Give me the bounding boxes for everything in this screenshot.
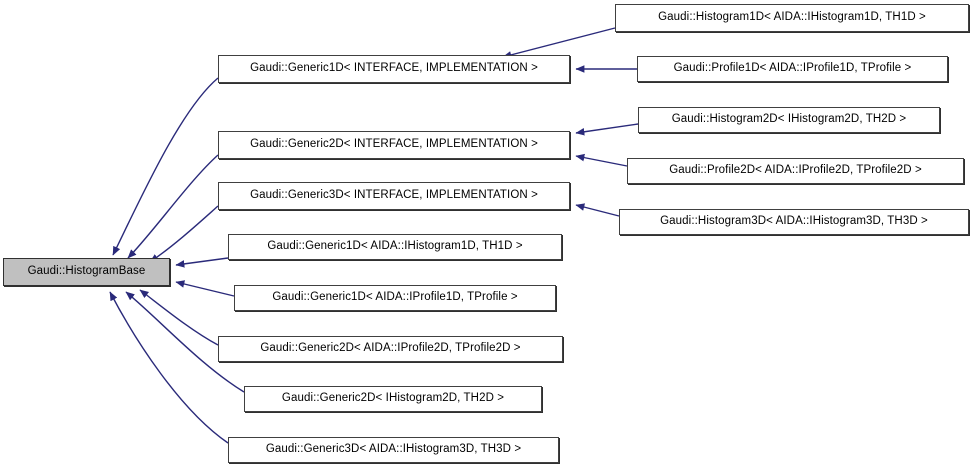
class-node-generic2d-ihistogram2d[interactable]: Gaudi::Generic2D< IHistogram2D, TH2D > [244, 386, 542, 412]
class-node-generic1d-interface[interactable]: Gaudi::Generic1D< INTERFACE, IMPLEMENTAT… [218, 55, 570, 83]
class-node-label: Gaudi::Generic3D< INTERFACE, IMPLEMENTAT… [250, 189, 538, 202]
inheritance-edge-generic1d-interface-to-histogram-base [112, 77, 219, 256]
class-node-label: Gaudi::Generic3D< AIDA::IHistogram3D, TH… [265, 443, 522, 456]
class-node-label: Gaudi::Generic2D< INTERFACE, IMPLEMENTAT… [250, 138, 538, 151]
inheritance-edge-generic2d-iprofile2d-to-histogram-base [139, 289, 219, 346]
class-node-label: Gaudi::Generic1D< AIDA::IHistogram1D, TH… [267, 240, 523, 253]
inheritance-edge-profile2d-to-generic2d-interface [575, 153, 628, 167]
inheritance-edge-histogram1d-to-generic1d-interface [502, 27, 616, 59]
class-node-histogram2d[interactable]: Gaudi::Histogram2D< IHistogram2D, TH2D > [638, 107, 940, 133]
class-node-generic1d-ihistogram1d[interactable]: Gaudi::Generic1D< AIDA::IHistogram1D, TH… [228, 234, 562, 260]
class-node-profile1d[interactable]: Gaudi::Profile1D< AIDA::IProfile1D, TPro… [637, 56, 948, 82]
class-node-label: Gaudi::Histogram2D< IHistogram2D, TH2D > [671, 113, 907, 126]
class-node-histogram-base[interactable]: Gaudi::HistogramBase [3, 258, 170, 286]
class-node-label: Gaudi::Histogram3D< AIDA::IHistogram3D, … [660, 215, 928, 228]
class-node-profile2d[interactable]: Gaudi::Profile2D< AIDA::IProfile2D, TPro… [627, 158, 964, 184]
class-node-generic2d-interface[interactable]: Gaudi::Generic2D< INTERFACE, IMPLEMENTAT… [218, 131, 570, 159]
class-node-label: Gaudi::Generic2D< IHistogram2D, TH2D > [281, 392, 505, 405]
class-node-label: Gaudi::Generic1D< INTERFACE, IMPLEMENTAT… [250, 62, 538, 75]
class-node-label: Gaudi::Generic2D< AIDA::IProfile2D, TPro… [260, 342, 521, 355]
class-node-generic3d-interface[interactable]: Gaudi::Generic3D< INTERFACE, IMPLEMENTAT… [218, 182, 570, 210]
class-node-label: Gaudi::Histogram1D< AIDA::IHistogram1D, … [658, 11, 926, 24]
class-node-label: Gaudi::Generic1D< AIDA::IProfile1D, TPro… [272, 291, 518, 304]
class-node-generic2d-iprofile2d[interactable]: Gaudi::Generic2D< AIDA::IProfile2D, TPro… [218, 336, 563, 362]
class-node-label: Gaudi::Profile1D< AIDA::IProfile1D, TPro… [673, 62, 912, 75]
inheritance-edge-generic1d-iprofile1d-to-histogram-base [175, 280, 235, 297]
inheritance-edge-histogram2d-to-generic2d-interface [575, 123, 639, 136]
inheritance-edge-generic3d-ihistogram3d-to-histogram-base [109, 291, 229, 444]
class-node-generic3d-ihistogram3d[interactable]: Gaudi::Generic3D< AIDA::IHistogram3D, TH… [228, 437, 559, 463]
inheritance-edge-histogram3d-to-generic3d-interface [575, 203, 620, 217]
class-node-histogram3d[interactable]: Gaudi::Histogram3D< AIDA::IHistogram3D, … [619, 209, 969, 235]
inheritance-edge-generic1d-ihistogram1d-to-histogram-base [175, 257, 229, 268]
inheritance-edge-generic2d-interface-to-histogram-base [127, 154, 219, 259]
class-node-label: Gaudi::Profile2D< AIDA::IProfile2D, TPro… [669, 164, 922, 177]
class-node-label: Gaudi::HistogramBase [27, 265, 146, 278]
inheritance-edge-generic3d-interface-to-histogram-base [149, 205, 219, 263]
class-node-histogram1d[interactable]: Gaudi::Histogram1D< AIDA::IHistogram1D, … [615, 4, 969, 32]
class-node-generic1d-iprofile1d[interactable]: Gaudi::Generic1D< AIDA::IProfile1D, TPro… [234, 285, 556, 311]
